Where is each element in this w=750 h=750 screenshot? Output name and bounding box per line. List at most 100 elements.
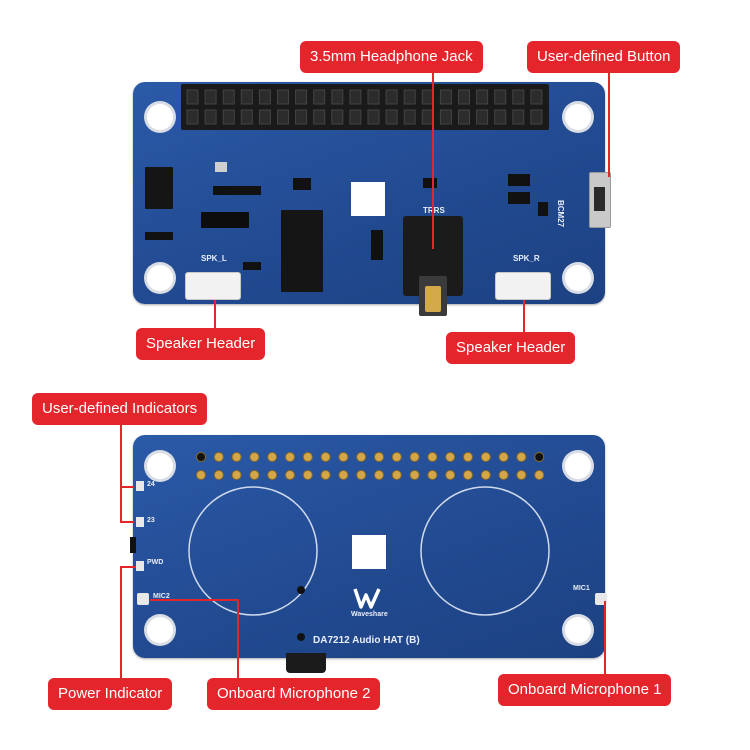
header-pad [249,470,260,480]
bottom-board-art [188,452,550,641]
header-pad [356,452,367,462]
gpio-pin [403,89,416,105]
header-pad [374,470,384,480]
power-indicator-label: Power Indicator [48,678,173,710]
header-pad [427,452,438,462]
gpio-pin [385,89,398,105]
header-pad [338,452,349,462]
gpio-pin [494,89,507,105]
board-cutout [351,182,385,216]
speaker-outline-right [420,486,550,616]
header-pad [196,470,206,480]
gpio-pin [186,109,199,125]
button-actuator [594,187,605,211]
gpio-header [181,84,549,130]
header-pad [285,452,295,462]
user-indicators-leader-branch [120,486,134,488]
gpio-pin [530,109,543,125]
user-button-leader [608,73,610,177]
waveshare-logo [353,587,381,609]
user-indicators-label: User-defined Indicators [32,393,208,425]
header-pad [356,470,367,480]
led-23-label: 23 [147,517,155,524]
header-pad [391,452,402,462]
headphone-jack-label: 3.5mm Headphone Jack [300,41,483,73]
user-indicators-leader-branch [120,521,134,523]
speaker-outline-left [188,486,318,616]
jack-socket [425,286,441,312]
header-pad [498,470,509,480]
header-pad [231,452,242,462]
speaker-header-left[interactable] [185,272,241,300]
header-pad [445,470,456,480]
header-pad [285,470,295,480]
speaker-header-right[interactable] [495,272,551,300]
header-pad [338,470,349,480]
mic2-label-callout: Onboard Microphone 2 [207,678,381,710]
header-pad [445,452,456,462]
header-pad [374,452,384,462]
user-button[interactable] [589,172,611,228]
gpio-pin [367,109,380,125]
side-component [130,537,136,553]
gpio-pin [295,89,308,105]
gpio-pin [313,89,326,105]
gpio-pin [458,89,470,105]
mic1-label: MIC1 [573,585,590,592]
smd-component [243,262,261,270]
mic2-leader-h [150,599,238,601]
gpio-pin [331,109,344,125]
smd-component [293,178,311,190]
gpio-pin [295,109,308,125]
gpio-pin [476,89,489,105]
gpio-pin [258,89,271,105]
bcm27-label: BCM27 [556,200,565,228]
header-pad [409,452,420,462]
gpio-pin [403,109,416,125]
header-pad [480,452,491,462]
speaker-header-left-leader [214,300,216,330]
bottom-board: Waveshare DA7212 Audio HAT (B) 24 23 PWD… [130,435,607,658]
smd-component [508,192,530,204]
via [297,633,305,641]
header-pad [498,452,509,462]
header-pad [302,470,313,480]
product-label: DA7212 Audio HAT (B) [313,635,420,646]
brand-label: Waveshare [351,611,388,618]
crystal [201,212,249,228]
smd-component [423,178,437,188]
header-pad [516,470,527,480]
header-pad [534,470,545,480]
led-23 [136,517,144,527]
gpio-pin [512,109,525,125]
top-board: TRRS BCM27 SPK_L SPK_R [133,82,611,316]
header-pad [213,452,224,462]
gpio-pins [186,89,543,125]
header-pad [302,452,313,462]
codec-chip [281,210,323,292]
mount-hole [565,453,591,479]
gpio-pin [258,109,271,125]
gpio-pin [222,109,235,125]
header-pad [320,470,331,480]
mic1-leader [604,601,606,675]
mount-hole [147,617,173,643]
user-button-label: User-defined Button [527,41,681,73]
smd-component [145,232,173,240]
via [297,586,305,594]
gpio-pin [494,109,507,125]
mount-hole [565,617,591,643]
smd-component [508,174,530,186]
spk-l-label: SPK_L [201,254,227,263]
header-pad [320,452,331,462]
gpio-pin [530,89,543,105]
gpio-pin [385,109,398,125]
mic2-element [137,593,149,605]
smd-component [371,230,383,260]
speaker-header-right-leader [523,300,525,334]
gpio-pin [439,89,452,105]
user-indicators-leader [120,425,122,521]
spk-r-label: SPK_R [513,254,540,263]
gpio-pin [222,89,235,105]
gpio-pin [458,109,470,125]
